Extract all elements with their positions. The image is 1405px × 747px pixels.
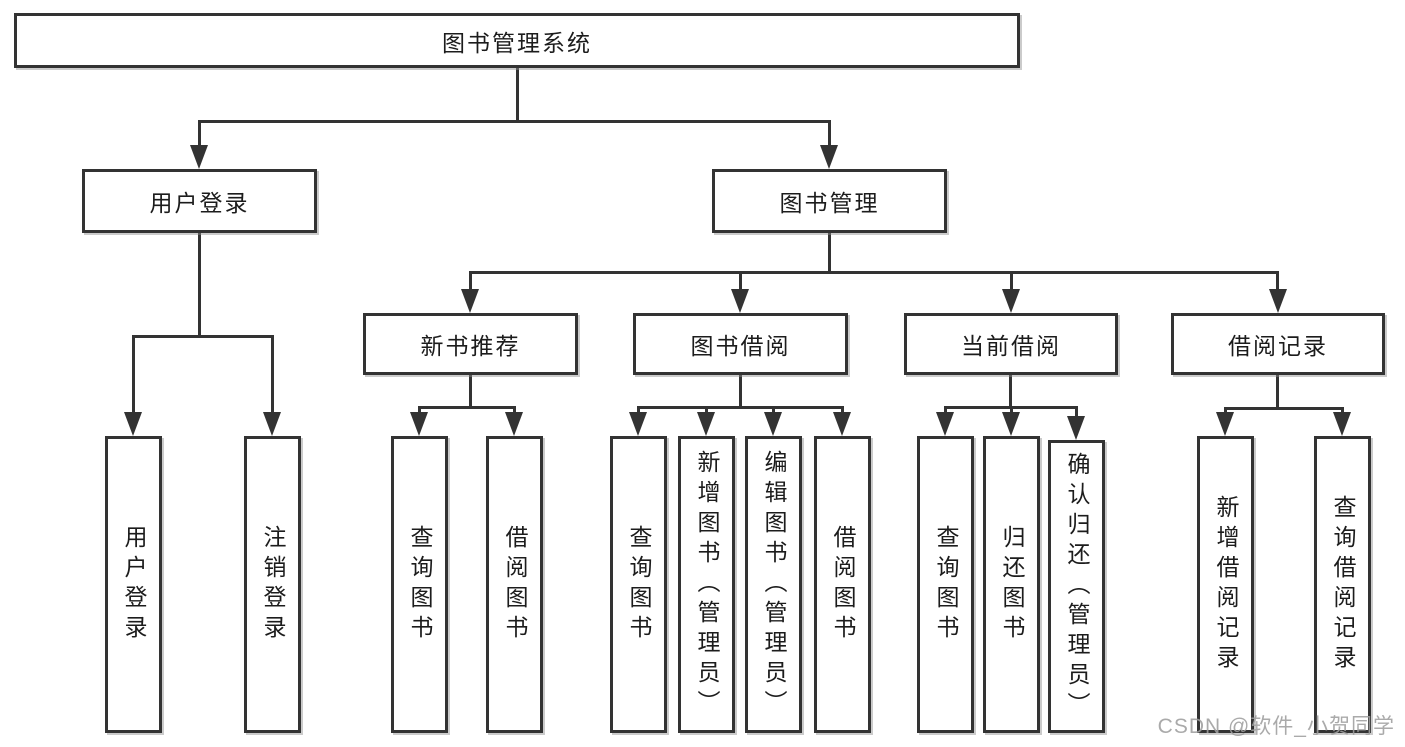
arrow-down-icon: [731, 289, 749, 313]
node-new-book-recommend: 新书推荐: [363, 313, 578, 375]
node-root-label: 图书管理系统: [442, 29, 592, 56]
arrow-down-icon: [833, 412, 851, 436]
connector-line-vertical: [271, 335, 274, 414]
node-leaf-confirm-return-admin-label: 确认归还（管理员）: [1064, 451, 1090, 722]
node-borrowing-records-label: 借阅记录: [1228, 333, 1328, 359]
node-leaf-borrow-book-label: 借阅图书: [830, 524, 856, 645]
connector-line-vertical: [469, 271, 472, 291]
connector-line-vertical: [516, 68, 519, 120]
connector-line-vertical: [1224, 407, 1227, 414]
connector-line-vertical: [198, 233, 201, 335]
node-leaf-query-borrow-record-label: 查询借阅记录: [1330, 494, 1356, 675]
arrow-down-icon: [1333, 412, 1351, 436]
connector-line-vertical: [828, 233, 831, 271]
connector-line-vertical: [1276, 271, 1279, 291]
node-root: 图书管理系统: [14, 13, 1020, 68]
node-leaf-edit-book-admin: 编辑图书（管理员）: [745, 436, 802, 733]
node-borrowing-records: 借阅记录: [1171, 313, 1385, 375]
connector-line-vertical: [1009, 375, 1012, 406]
connector-line-vertical: [1010, 271, 1013, 291]
node-leaf-logout: 注销登录: [244, 436, 301, 733]
connector-line-vertical: [1276, 375, 1279, 407]
connector-line-vertical: [739, 271, 742, 291]
node-leaf-query-book-borrowing: 查询图书: [610, 436, 667, 733]
connector-line-vertical: [944, 406, 947, 414]
connector-line-vertical: [469, 375, 472, 406]
arrow-down-icon: [629, 412, 647, 436]
node-leaf-edit-book-admin-label: 编辑图书（管理员）: [761, 449, 787, 720]
connector-line-horizontal: [637, 406, 844, 409]
node-leaf-query-book-current: 查询图书: [917, 436, 974, 733]
node-leaf-query-book-current-label: 查询图书: [933, 524, 959, 645]
arrow-down-icon: [1216, 412, 1234, 436]
node-leaf-add-book-admin: 新增图书（管理员）: [678, 436, 735, 733]
node-leaf-add-borrow-record-label: 新增借阅记录: [1213, 494, 1239, 675]
arrow-down-icon: [697, 412, 715, 436]
node-leaf-user-login: 用户登录: [105, 436, 162, 733]
connector-line-vertical: [513, 406, 516, 414]
node-leaf-query-book-recommend: 查询图书: [391, 436, 448, 733]
node-current-borrowing: 当前借阅: [904, 313, 1118, 375]
connector-line-vertical: [705, 406, 708, 414]
node-book-borrowing: 图书借阅: [633, 313, 848, 375]
node-leaf-query-borrow-record: 查询借阅记录: [1314, 436, 1371, 733]
connector-line-vertical: [739, 375, 742, 406]
connector-line-vertical: [132, 335, 135, 414]
connector-line-vertical: [1075, 406, 1078, 418]
node-leaf-query-book-borrowing-label: 查询图书: [626, 524, 652, 645]
arrow-down-icon: [1269, 289, 1287, 313]
connector-line-vertical: [841, 406, 844, 414]
arrow-down-icon: [764, 412, 782, 436]
arrow-down-icon: [263, 412, 281, 436]
node-user-login-label: 用户登录: [149, 190, 250, 216]
connector-line-vertical: [1341, 407, 1344, 414]
connector-line-vertical: [772, 406, 775, 414]
node-leaf-borrow-book: 借阅图书: [814, 436, 871, 733]
arrow-down-icon: [1002, 289, 1020, 313]
connector-line-horizontal: [198, 120, 831, 123]
arrow-down-icon: [936, 412, 954, 436]
arrow-down-icon: [124, 412, 142, 436]
node-leaf-borrow-book-recommend-label: 借阅图书: [502, 524, 528, 645]
node-leaf-query-book-recommend-label: 查询图书: [407, 524, 433, 645]
node-user-login: 用户登录: [82, 169, 317, 233]
node-leaf-borrow-book-recommend: 借阅图书: [486, 436, 543, 733]
connector-line-vertical: [418, 406, 421, 414]
arrow-down-icon: [461, 289, 479, 313]
node-leaf-return-book-label: 归还图书: [999, 524, 1025, 645]
arrow-down-icon: [820, 145, 838, 169]
node-current-borrowing-label: 当前借阅: [961, 333, 1061, 359]
node-leaf-return-book: 归还图书: [983, 436, 1040, 733]
node-leaf-add-book-admin-label: 新增图书（管理员）: [694, 449, 720, 720]
arrow-down-icon: [410, 412, 428, 436]
node-leaf-add-borrow-record: 新增借阅记录: [1197, 436, 1254, 733]
arrow-down-icon: [1002, 412, 1020, 436]
node-book-management-label: 图书管理: [779, 190, 880, 216]
connector-line-horizontal: [132, 335, 274, 338]
node-leaf-user-login-label: 用户登录: [121, 524, 147, 645]
arrow-down-icon: [1067, 416, 1085, 440]
node-leaf-logout-label: 注销登录: [260, 524, 286, 645]
connector-line-vertical: [198, 120, 201, 147]
node-book-borrowing-label: 图书借阅: [690, 333, 791, 359]
arrow-down-icon: [190, 145, 208, 169]
connector-line-horizontal: [418, 406, 515, 409]
connector-line-horizontal: [469, 271, 1279, 274]
node-new-book-recommend-label: 新书推荐: [420, 333, 521, 359]
connector-line-vertical: [637, 406, 640, 414]
node-book-management: 图书管理: [712, 169, 947, 233]
node-leaf-confirm-return-admin: 确认归还（管理员）: [1048, 440, 1105, 733]
csdn-watermark: CSDN @软件_小贺同学: [1157, 715, 1395, 738]
connector-line-horizontal: [1224, 407, 1344, 410]
connector-line-vertical: [1010, 406, 1013, 414]
connector-line-vertical: [828, 120, 831, 147]
arrow-down-icon: [505, 412, 523, 436]
